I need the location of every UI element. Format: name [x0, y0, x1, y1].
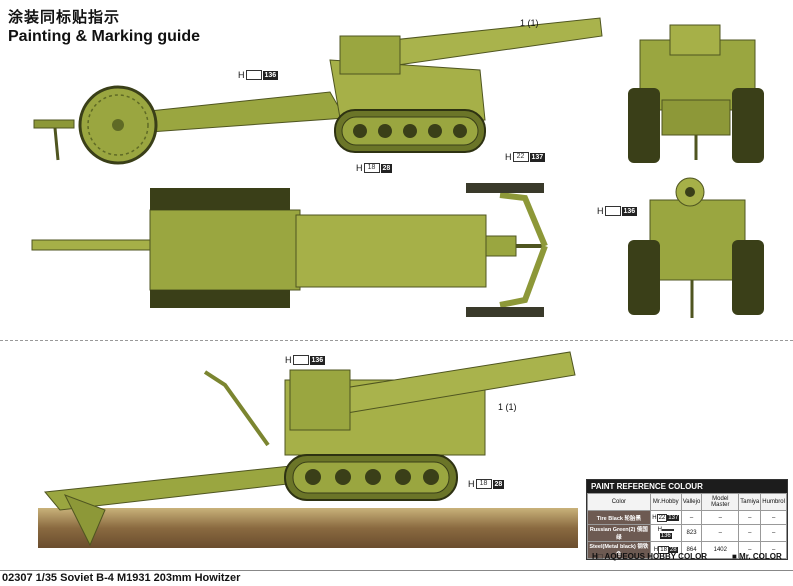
paint-table-grid: Color Mr.Hobby Vallejo Model Master Tami… [587, 493, 787, 559]
legend-aqueous: H□ AQUEOUS HOBBY COLOR [592, 552, 708, 561]
callout-box: 18 [475, 479, 492, 489]
callout-number: 28 [492, 479, 505, 489]
footer-title: 02307 1/35 Soviet B-4 M1931 203mm Howitz… [2, 572, 241, 584]
callout-box: 22 [512, 152, 529, 162]
callout-prefix: H [468, 479, 475, 489]
callout-box [604, 206, 621, 216]
callout-h136-top: H 136 [238, 70, 279, 80]
color-name: Russian Green(2) 俄国绿 [587, 524, 651, 542]
footer-rule [0, 570, 793, 571]
callout-number: 136 [262, 70, 279, 80]
section-divider [0, 340, 793, 341]
callout-box: 18 [363, 163, 380, 173]
callout-h18-28-top: H 18 28 [356, 163, 393, 173]
callout-prefix: H [285, 355, 292, 365]
model-master-cell: 1402 [701, 541, 740, 559]
callout-h22-137: H 22 137 [505, 152, 546, 162]
plan-view [31, 183, 548, 317]
callout-box [292, 355, 309, 365]
paint-reference-table: PAINT REFERENCE COLOUR Color Mr.Hobby Va… [586, 479, 788, 560]
table-row: Russian Green(2) 俄国绿 H136 823 – – – [587, 524, 787, 542]
side-view-top [33, 17, 603, 165]
vallejo-cell: 864 [680, 541, 703, 559]
decal-ref-bottom: 1 (1) [498, 402, 517, 412]
column-header: Vallejo [680, 493, 703, 511]
legend-mr-color: ■ Mr. COLOR [732, 552, 782, 561]
callout-number: 28 [380, 163, 393, 173]
vallejo-cell: 823 [680, 524, 703, 542]
paint-table-title: PAINT REFERENCE COLOUR [587, 480, 787, 493]
tamiya-cell: – [738, 524, 762, 542]
model-master-cell: – [701, 510, 740, 525]
column-header: Color [587, 493, 651, 511]
title-chinese: 涂装同标贴指示 [8, 8, 121, 26]
callout-number: 136 [309, 355, 326, 365]
column-header: Tamiya [738, 493, 762, 511]
humbrol-cell: – [760, 541, 787, 559]
column-header: Model Master [701, 493, 740, 511]
callout-h18-28-bottom: H 18 28 [468, 479, 505, 489]
column-header: Mr.Hobby [649, 493, 682, 511]
paint-table-header-row: Color Mr.Hobby Vallejo Model Master Tami… [587, 493, 787, 511]
front-view [628, 24, 764, 163]
callout-prefix: H [597, 206, 604, 216]
callout-h136-bottom: H 136 [285, 355, 326, 365]
decal-ref-top: 1 (1) [520, 18, 539, 28]
mr-hobby-cell: H136 [649, 524, 682, 542]
callout-h136-rear: H 136 [597, 206, 638, 216]
humbrol-cell: – [760, 510, 787, 525]
firing-view [38, 351, 578, 548]
title-english: Painting & Marking guide [8, 28, 201, 45]
color-name: Steel(Metal black) 钢铁色 [587, 541, 651, 559]
vallejo-cell: – [680, 510, 703, 525]
callout-prefix: H [238, 70, 245, 80]
callout-prefix: H [356, 163, 363, 173]
color-name: Tire Black 轮胎黑 [587, 510, 651, 525]
callout-number: 136 [621, 206, 638, 216]
tamiya-cell: – [738, 541, 762, 559]
humbrol-cell: – [760, 524, 787, 542]
model-master-cell: – [701, 524, 740, 542]
callout-box [245, 70, 262, 80]
rear-view [628, 177, 764, 318]
tamiya-cell: – [738, 510, 762, 525]
callout-prefix: H [505, 152, 512, 162]
callout-number: 137 [529, 152, 546, 162]
column-header: Humbrol [760, 493, 787, 511]
